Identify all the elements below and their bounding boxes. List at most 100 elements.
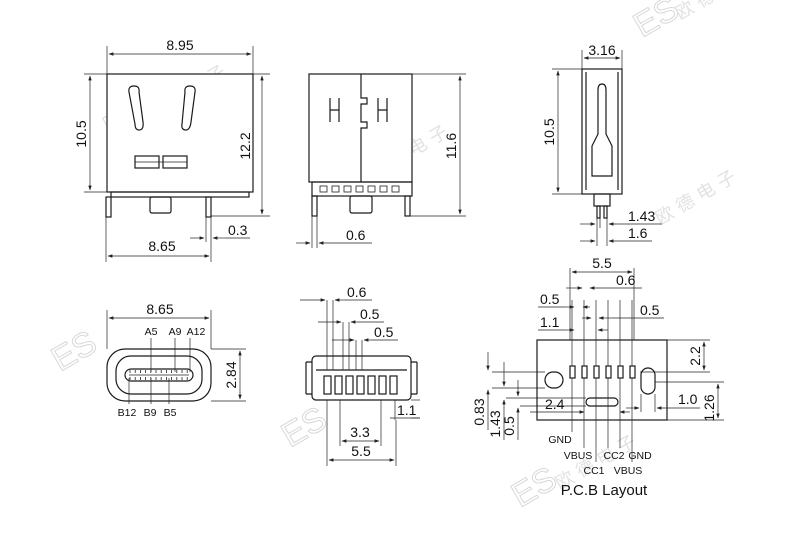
bottom-outer-span-label: 5.5 xyxy=(351,443,371,459)
side-teeth xyxy=(319,185,400,193)
side-tooth xyxy=(379,185,388,193)
right-pin-a xyxy=(596,205,601,219)
bottom-right-tab xyxy=(411,361,418,395)
latch-right xyxy=(181,85,196,131)
opening-width-label: 8.65 xyxy=(146,301,173,317)
right-height-label: 10.5 xyxy=(541,118,557,145)
side-left-leg xyxy=(311,195,318,217)
side-tooth xyxy=(343,185,352,193)
side-tooth xyxy=(391,185,400,193)
side-tooth xyxy=(331,185,340,193)
watermark-logo-5: ES xyxy=(505,459,563,515)
pcb-pads xyxy=(569,365,636,379)
pcb-pad xyxy=(593,365,600,379)
side-seam xyxy=(360,74,368,182)
pcb-pad xyxy=(617,365,624,379)
front-pin-row xyxy=(110,191,250,198)
pcb-h4-label: 1.26 xyxy=(701,394,717,421)
pcb-pin-cc1: CC1 xyxy=(583,465,604,477)
pcb-right-slot xyxy=(640,367,656,395)
pcb-pad-len-label: 2.2 xyxy=(687,346,703,366)
right-offset-a-label: 1.43 xyxy=(628,208,655,224)
bottom-pitch-top-label: 0.6 xyxy=(347,284,367,300)
pcb-pin-gnd-left: GND xyxy=(548,434,572,446)
pin-label-b9: B9 xyxy=(144,407,157,419)
pcb-layout: 5.5 0.6 0.5 0.5 1.1 2.2 1.26 xyxy=(471,255,724,499)
pcb-center-slot xyxy=(585,397,619,407)
pin-label-a5: A5 xyxy=(145,326,158,338)
bottom-pitch-a-label: 0.5 xyxy=(360,306,380,322)
bottom-slots xyxy=(323,375,398,395)
watermark-logo-4: ES xyxy=(275,399,333,455)
pcb-pitch-label: 0.6 xyxy=(616,272,636,288)
right-foot xyxy=(593,193,611,207)
side-height-label: 11.6 xyxy=(443,133,459,159)
front-height-label: 10.5 xyxy=(73,120,89,147)
pcb-outline xyxy=(536,339,668,421)
bottom-slot xyxy=(378,375,387,395)
bottom-slot xyxy=(389,375,398,395)
front-pin-thickness-label: 0.3 xyxy=(228,222,248,238)
bottom-slot xyxy=(356,375,365,395)
front-center-leg xyxy=(149,196,172,214)
side-center-leg xyxy=(349,195,373,214)
pcb-h1-label: 0.83 xyxy=(471,398,487,425)
pcb-pad xyxy=(605,365,612,379)
front-width-label: 8.95 xyxy=(166,37,193,53)
pin-label-a9: A9 xyxy=(169,326,182,338)
front-view: 8.95 10.5 12.2 8.65 0.3 xyxy=(73,37,270,262)
side-pin-width-label: 0.6 xyxy=(346,227,366,243)
bottom-view: 0.6 0.5 0.5 1.1 3.3 5.5 xyxy=(300,284,420,466)
latch-left xyxy=(128,85,144,131)
opening-view: 8.65 2.84 A5 A9 A12 B12 B9 B5 xyxy=(106,301,246,419)
pcb-layout-title: P.C.B Layout xyxy=(561,482,648,499)
side-view: 11.6 0.6 xyxy=(296,73,466,248)
right-depth-label: 3.16 xyxy=(588,42,615,58)
pcb-left-slot xyxy=(544,371,564,389)
bottom-left-tab xyxy=(305,361,312,395)
pin-label-a12: A12 xyxy=(187,326,206,338)
bottom-slot xyxy=(334,375,343,395)
opening-height-label: 2.84 xyxy=(223,361,239,388)
pcb-pin-vbus-left: VBUS xyxy=(564,450,593,462)
side-right-leg xyxy=(404,195,411,217)
front-total-height-label: 12.2 xyxy=(237,132,253,159)
bottom-offset-label: 1.1 xyxy=(397,402,417,418)
pcb-pin-vbus-right: VBUS xyxy=(614,465,643,477)
side-tooth xyxy=(319,185,328,193)
front-left-leg xyxy=(105,196,112,218)
bottom-slot xyxy=(367,375,376,395)
right-contact xyxy=(591,83,613,177)
pcb-pin-cc2: CC2 xyxy=(603,450,624,462)
front-pin-span-label: 8.65 xyxy=(148,238,175,254)
pcb-h2-label: 1.43 xyxy=(487,410,503,437)
right-view: 3.16 10.5 1.43 1.6 xyxy=(541,42,662,246)
pcb-h3-label: 0.5 xyxy=(501,416,517,436)
pin-label-b12: B12 xyxy=(118,407,137,419)
side-tooth xyxy=(355,185,364,193)
opening-cavity xyxy=(115,355,203,395)
pcb-left-offset-label: 1.1 xyxy=(540,314,560,330)
bottom-slot xyxy=(345,375,354,395)
side-h-right xyxy=(377,98,388,122)
bottom-pitch-b-label: 0.5 xyxy=(374,324,394,340)
pcb-pin-gnd-right: GND xyxy=(628,450,652,462)
pcb-slot-h-label: 1.0 xyxy=(678,391,698,407)
right-offset-b-label: 1.6 xyxy=(628,225,648,241)
pcb-span-label: 5.5 xyxy=(592,255,612,271)
side-h-left xyxy=(329,98,340,122)
pcb-pad-a-label: 0.5 xyxy=(540,291,560,307)
right-body xyxy=(581,68,623,195)
pcb-pad xyxy=(581,365,588,379)
side-tooth xyxy=(367,185,376,193)
pcb-pad xyxy=(629,365,636,379)
watermark-text-2: 欧 德 电 子 xyxy=(672,0,760,24)
pin-label-b5: B5 xyxy=(164,407,177,419)
right-inner-walls xyxy=(585,72,619,190)
pcb-pad xyxy=(569,365,576,379)
watermark-text-5: 欧 德 电 子 xyxy=(652,167,740,230)
watermark-logo-3: ES xyxy=(45,323,103,379)
bottom-inner-span-label: 3.3 xyxy=(350,424,370,440)
front-right-leg xyxy=(205,196,212,218)
